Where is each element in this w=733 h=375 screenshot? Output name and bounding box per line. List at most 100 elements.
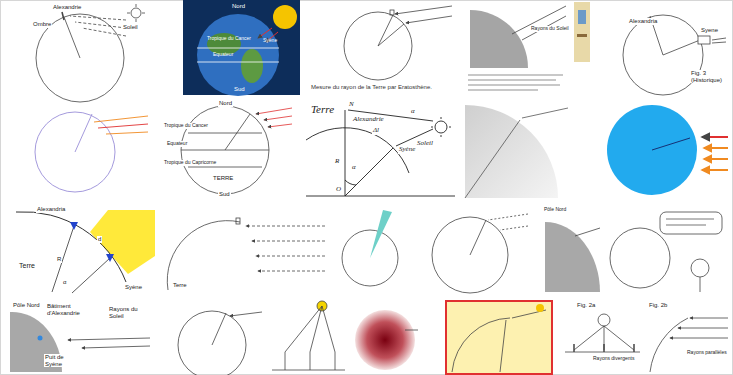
thumbnail-rays-part	[246, 226, 325, 227]
thumbnail-earth-shadow	[36, 4, 145, 102]
thumbnail-parallel-part	[670, 338, 728, 339]
thumbnail-earth-shadow-part	[131, 8, 141, 18]
diagram-label: Alexandrie	[352, 116, 385, 124]
thumbnail-yellow-sector-part	[52, 226, 74, 292]
thumbnail-dashed-part	[470, 220, 486, 255]
thumbnail-quarter-part	[577, 34, 587, 37]
thumbnail-globe	[183, 0, 300, 96]
thumbnail-earth-shadow-part	[70, 16, 126, 20]
diagram-label: Terre	[310, 103, 335, 115]
thumbnail-historique-part	[663, 40, 700, 55]
thumbnail-blue-earth-part	[704, 147, 728, 149]
thumbnail-quarter-part	[468, 84, 560, 86]
diagram-label: Alexandria	[36, 206, 66, 213]
thumbnail-lilac-part	[106, 132, 148, 134]
thumbnail-blue-earth	[607, 105, 728, 195]
thumbnail-sticks-part	[310, 306, 322, 352]
thumbnail-historique-part	[712, 38, 726, 40]
thumbnail-angles-part	[306, 196, 455, 197]
thumbnail-well	[10, 312, 150, 372]
thumbnail-angles-part	[345, 180, 356, 185]
diagram-label: Bâtiment d'Alexandrie	[46, 303, 94, 316]
thumbnail-grey-sector-part	[465, 120, 520, 198]
thumbnail-quarter-part	[468, 79, 556, 81]
thumbnail-angles-part	[435, 121, 447, 133]
thumbnail-earth-shadow-part	[75, 22, 126, 28]
thumbnail-angles-part	[431, 117, 451, 137]
thumbnail-yellow-sector-part	[90, 210, 155, 274]
diagram-label: Tropique du Cancer	[163, 123, 209, 129]
thumbnail-rays-part	[236, 218, 240, 224]
thumbnail-yellow-sector-part	[106, 254, 114, 262]
thumbnail-rays-part	[258, 271, 325, 272]
diagram-label: Rayons du Soleil	[108, 306, 148, 319]
thumbnail-sticks-part	[285, 306, 322, 352]
thumbnail-quarter	[468, 2, 590, 91]
diagram-label: Fig. 2b	[648, 302, 668, 309]
thumbnail-radius	[344, 6, 452, 80]
thumbnail-radius-part	[378, 24, 404, 46]
thumbnail-tropics-part	[256, 108, 292, 114]
thumbnail-beam	[342, 210, 398, 286]
thumbnail-sticks-part	[310, 352, 311, 370]
thumbnail-yellow-sector	[16, 210, 155, 293]
thumbnail-divergent-part	[598, 314, 610, 326]
diagram-label: Nord	[218, 100, 233, 107]
thumbnail-grey-sector-part	[522, 108, 568, 118]
thumbnail-dashed-part	[500, 226, 528, 230]
diagram-label: α	[62, 279, 67, 286]
diagram-label: TERRE	[212, 175, 234, 182]
thumbnail-lilac-part	[35, 112, 115, 192]
thumbnail-earth-shadow-part	[82, 28, 126, 36]
thumbnail-rays-part	[252, 241, 325, 242]
thumbnail-cartoon-part	[691, 259, 709, 277]
thumbnail-red-globe-part	[405, 330, 418, 331]
diagram-label: Ombre	[32, 21, 52, 28]
thumbnail-parallel-part	[650, 318, 688, 372]
thumbnail-blue-earth-part	[704, 158, 728, 160]
thumbnail-angles-part	[306, 128, 409, 173]
diagram-label: α	[351, 164, 357, 172]
thumbnail-globe-part	[273, 5, 297, 29]
diagram-label: Syene	[700, 27, 719, 34]
thumbnail-earth-shadow-part	[62, 12, 64, 20]
thumbnail-radius-part	[378, 15, 393, 46]
thumbnail-lilac	[35, 112, 148, 192]
diagram-label: Syène	[398, 146, 416, 154]
thumbnail-globe-part	[197, 14, 279, 96]
thumbnail-yellow-sector-part	[16, 212, 126, 282]
diagram-label: Mesure du rayon de la Terre par Eratosth…	[310, 84, 433, 91]
diagram-label: R	[334, 158, 340, 166]
diagram-label: d	[97, 236, 102, 243]
thumbnail-lilac-part	[94, 116, 148, 122]
thumbnail-radius-part	[406, 16, 452, 23]
thumbnail-divergent-part	[565, 352, 640, 353]
thumbnail-rays-part	[256, 256, 325, 257]
thumbnail-radius-part	[390, 10, 394, 15]
thumbnail-tropics-part	[188, 133, 262, 134]
thumbnail-highlighted	[446, 301, 552, 374]
diagram-label: Fig. 2a	[576, 302, 596, 309]
diagram-label: Equateur	[166, 141, 188, 147]
diagram-label: Syène	[262, 38, 278, 44]
diagram-label: Sud	[233, 86, 246, 93]
thumbnail-highlighted-part	[452, 318, 510, 372]
thumbnail-parallel-part	[690, 318, 728, 319]
diagram-label: Alexandria	[628, 18, 658, 25]
diagram-label: Puit de Syène	[44, 354, 82, 367]
thumbnail-radius-part	[344, 12, 412, 80]
thumbnail-yellow-sector-part	[70, 222, 78, 230]
thumbnail-globe-part	[183, 0, 300, 95]
thumbnail-blue-earth-part	[702, 169, 728, 171]
thumbnail-sticks-part	[322, 306, 335, 352]
thumbnail-rays	[167, 218, 325, 290]
diagram-label: R	[56, 256, 62, 263]
thumbnail-lilac-part	[98, 124, 148, 128]
thumbnail-pole-part	[575, 228, 600, 236]
thumbnail-dashed	[432, 214, 528, 293]
thumbnail-grey-sector	[465, 105, 568, 198]
thumbnail-divergent-part	[574, 326, 604, 350]
thumbnail-globe-part	[258, 28, 272, 38]
thumbnail-globe-part	[197, 48, 279, 49]
